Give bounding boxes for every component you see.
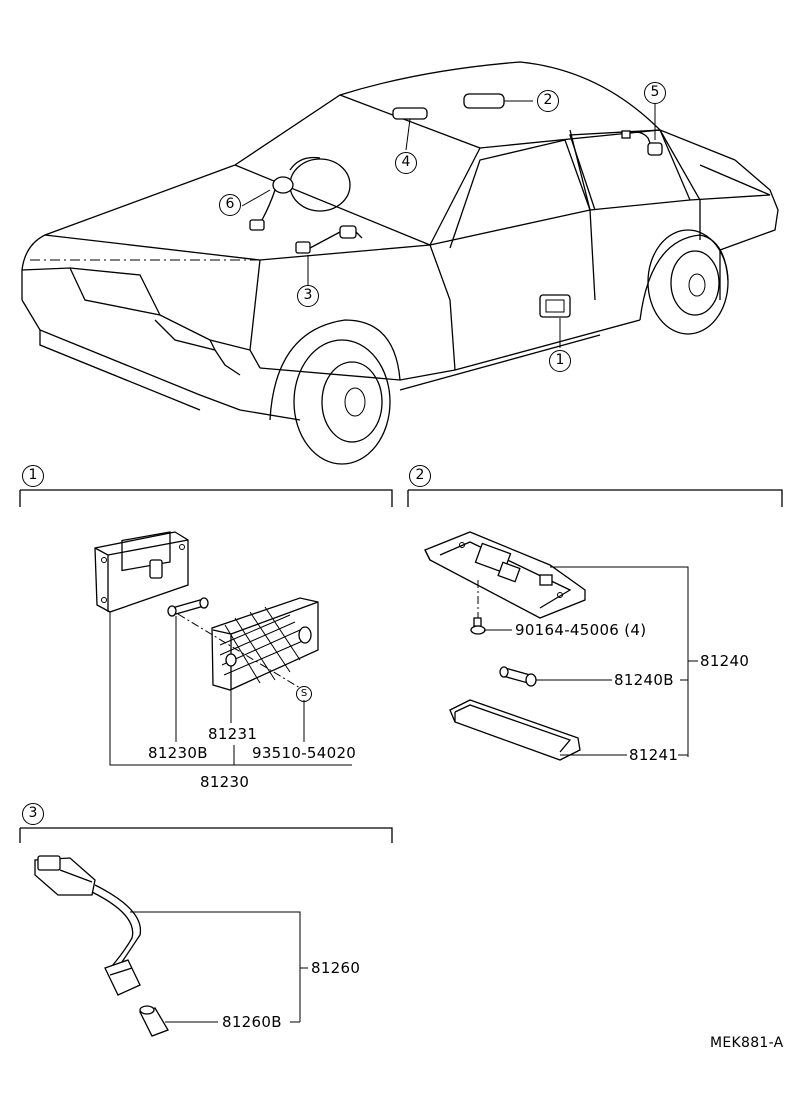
car-illustration [21, 61, 779, 465]
part-81230: 81230 [200, 773, 250, 791]
callout-6: 6 [219, 194, 241, 216]
part-93510-54020: 93510-54020 [252, 744, 357, 762]
diagram-code: MEK881-A [710, 1035, 784, 1051]
part-81230B: 81230B [148, 744, 208, 762]
part-81260B: 81260B [222, 1013, 282, 1031]
part-81231: 81231 [208, 725, 258, 743]
screw-part-number: 90164-45006 [515, 621, 620, 639]
section3-drawing [19, 827, 393, 1037]
part-90164-45006: 90164-45006 (4) [515, 622, 646, 638]
callout-3: 3 [297, 285, 319, 307]
section1-drawing [19, 489, 393, 766]
callout-2: 2 [537, 90, 559, 112]
section1-marker: 1 [22, 465, 44, 487]
callout-1: 1 [549, 350, 571, 372]
screw-quantity: (4) [624, 621, 647, 639]
part-81240B: 81240B [614, 671, 674, 689]
part-81260: 81260 [311, 959, 361, 977]
part-81241: 81241 [629, 746, 679, 764]
section2-marker: 2 [409, 465, 431, 487]
callout-5: 5 [644, 82, 666, 104]
section3-marker: 3 [22, 803, 44, 825]
part-81240: 81240 [700, 652, 750, 670]
section2-drawing [407, 489, 783, 761]
callout-4: 4 [395, 152, 417, 174]
screw-symbol: S [296, 686, 312, 702]
